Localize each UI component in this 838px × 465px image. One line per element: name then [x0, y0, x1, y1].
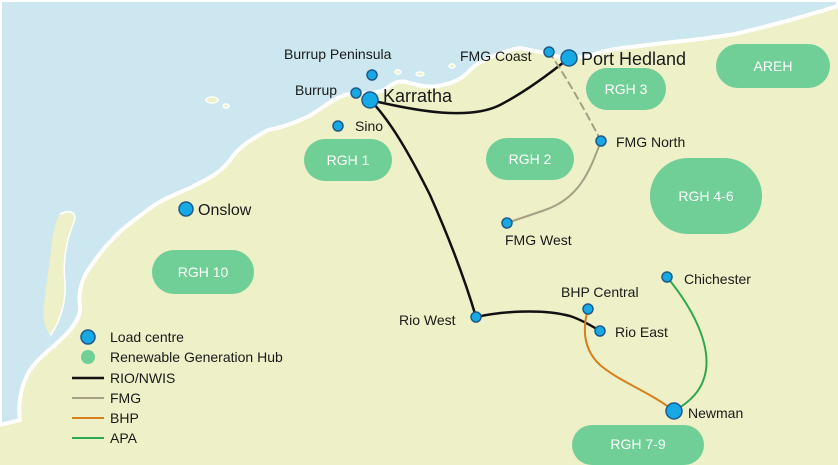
hub-rgh2-label: RGH 2 [509, 151, 552, 167]
load-centre-burrup[interactable] [350, 87, 362, 99]
hub-rgh1-label: RGH 1 [327, 152, 370, 168]
hub-rgh46-label: RGH 4-6 [678, 188, 733, 204]
hub-rgh3[interactable] [586, 68, 666, 110]
legend-fmg-label: FMG [110, 390, 141, 406]
label-fmg-coast: FMG Coast [460, 48, 532, 64]
load-centre-rio-east[interactable] [594, 325, 606, 337]
label-burrup: Burrup [295, 82, 337, 98]
legend-load-centre-label: Load centre [110, 329, 184, 345]
legend-bhp-label: BHP [110, 410, 139, 426]
hub-rgh1[interactable] [304, 139, 392, 181]
label-fmg-west: FMG West [505, 232, 572, 248]
islands [205, 63, 456, 109]
load-centre-burrup-peninsula[interactable] [366, 69, 378, 81]
load-centre-karratha[interactable] [361, 91, 379, 109]
sea [0, 0, 838, 428]
load-centre-onslow[interactable] [178, 201, 194, 217]
load-centre-fmg-coast[interactable] [543, 46, 555, 58]
hub-rgh2[interactable] [486, 138, 574, 180]
load-centre-rio-west[interactable] [470, 311, 482, 323]
label-rio-east: Rio East [615, 324, 668, 340]
load-centre-fmg-north[interactable] [595, 135, 607, 147]
line-fmg-north-west[interactable] [506, 140, 602, 224]
label-bhp-central: BHP Central [561, 284, 639, 300]
legend-apa-label: APA [110, 430, 138, 446]
line-rio-nwis-karratha-riowest[interactable] [368, 98, 478, 319]
legend: Load centre Renewable Generation Hub RIO… [72, 329, 283, 446]
legend-hub-label: Renewable Generation Hub [110, 349, 283, 365]
legend-load-centre-swatch [80, 329, 96, 345]
hub-rgh10[interactable] [152, 250, 254, 294]
renewable-hubs: AREH RGH 3 RGH 2 RGH 1 RGH 4-6 RGH 10 RG… [152, 44, 830, 465]
line-rio-nwis-karratha-porthedland[interactable] [368, 56, 571, 115]
line-bhp[interactable] [583, 308, 675, 412]
line-fmg-coast-north[interactable] [548, 51, 602, 142]
hub-areh[interactable] [716, 44, 830, 88]
label-chichester: Chichester [684, 271, 751, 287]
line-rio-nwis-riowest-rioeast[interactable] [474, 310, 602, 333]
label-burrup-peninsula: Burrup Peninsula [284, 46, 392, 62]
hub-rgh10-label: RGH 10 [178, 264, 229, 280]
load-centre-chichester[interactable] [661, 271, 673, 283]
hub-rgh46[interactable] [650, 158, 762, 234]
label-onslow: Onslow [198, 202, 252, 219]
load-centre-newman[interactable] [665, 402, 683, 420]
hub-areh-label: AREH [754, 58, 793, 74]
hub-rgh79[interactable] [572, 425, 704, 465]
hub-rgh79-label: RGH 7-9 [610, 436, 665, 452]
gulf-land [43, 212, 75, 335]
legend-rio-nwis-label: RIO/NWIS [110, 370, 175, 386]
transmission-lines [368, 51, 708, 412]
place-labels: Port Hedland Karratha Onslow Newman Burr… [198, 46, 751, 421]
load-centres [178, 46, 683, 420]
label-fmg-north: FMG North [616, 134, 685, 150]
label-karratha: Karratha [383, 86, 453, 106]
load-centre-bhp-central[interactable] [582, 303, 594, 315]
label-newman: Newman [688, 405, 743, 421]
label-rio-west: Rio West [399, 312, 456, 328]
load-centre-fmg-west[interactable] [501, 217, 513, 229]
legend-hub-swatch [81, 350, 95, 364]
label-sino: Sino [355, 118, 383, 134]
load-centre-port-hedland[interactable] [560, 49, 578, 67]
label-port-hedland: Port Hedland [581, 49, 686, 69]
line-apa[interactable] [666, 276, 708, 412]
load-centre-sino[interactable] [332, 120, 344, 132]
hub-rgh3-label: RGH 3 [605, 81, 648, 97]
